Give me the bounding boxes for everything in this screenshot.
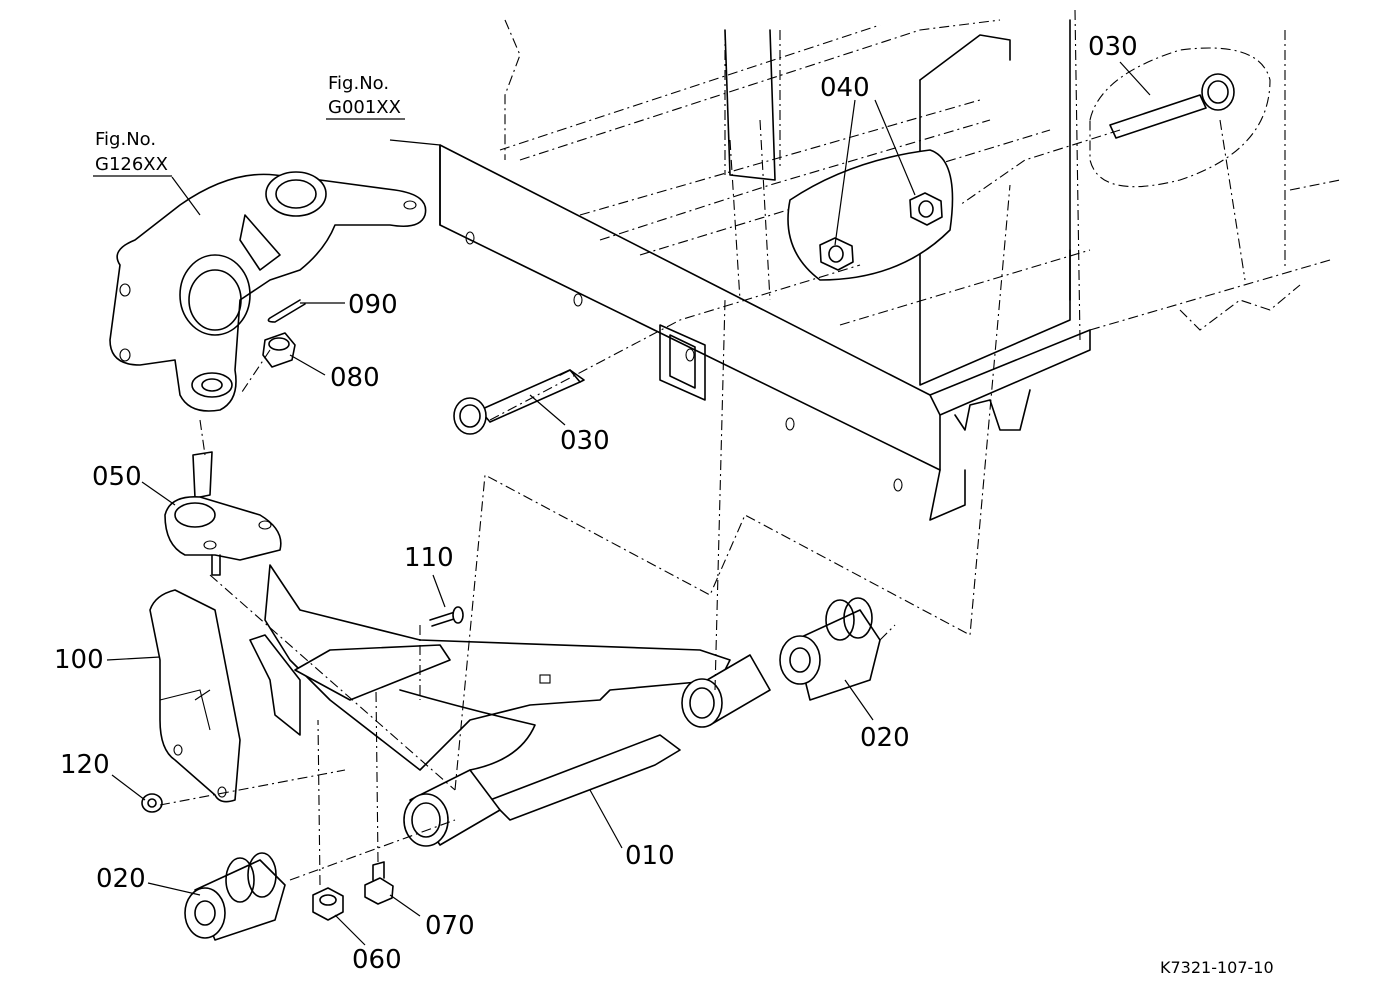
label-040: 040 xyxy=(820,73,870,103)
label-070: 070 xyxy=(425,911,475,941)
leader-lines xyxy=(106,61,1151,946)
label-060: 060 xyxy=(352,945,402,975)
assembly-lines xyxy=(159,129,1121,886)
bushing-020-left xyxy=(184,852,286,941)
flange-nut-120 xyxy=(141,793,163,813)
bolt-030-top xyxy=(1109,73,1235,139)
label-020-left: 020 xyxy=(96,864,146,894)
label-120: 120 xyxy=(60,750,110,780)
label-010: 010 xyxy=(625,841,675,871)
figure-ref-g001-line2: G001XX xyxy=(328,97,401,118)
cover-plate xyxy=(149,589,241,803)
cotter-pin xyxy=(267,299,306,323)
bushing-020-right xyxy=(779,597,881,701)
label-030-mid: 030 xyxy=(560,426,610,456)
bolt-030-mid xyxy=(453,369,585,435)
steering-knuckle xyxy=(109,171,427,412)
nut-060 xyxy=(312,887,344,921)
label-100: 100 xyxy=(54,645,104,675)
figure-ref-g001: Fig.No. G001XX xyxy=(326,73,405,120)
lower-control-arm xyxy=(249,564,771,847)
nuts-040 xyxy=(819,192,943,271)
label-110: 110 xyxy=(404,543,454,573)
ball-joint xyxy=(164,451,282,576)
castle-nut xyxy=(262,332,296,368)
label-050: 050 xyxy=(92,462,142,492)
drawing-code: K7321-107-10 xyxy=(1160,958,1274,977)
label-030-top: 030 xyxy=(1088,32,1138,62)
label-020-right: 020 xyxy=(860,723,910,753)
figure-ref-g126-line2: G126XX xyxy=(95,154,168,175)
figure-ref-g001-line1: Fig.No. xyxy=(328,73,389,94)
bolt-070 xyxy=(364,861,394,905)
label-080: 080 xyxy=(330,363,380,393)
figure-ref-g126: Fig.No. G126XX xyxy=(93,129,172,177)
screw-110 xyxy=(429,606,464,627)
label-090: 090 xyxy=(348,290,398,320)
figure-ref-g126-line1: Fig.No. xyxy=(95,129,156,150)
